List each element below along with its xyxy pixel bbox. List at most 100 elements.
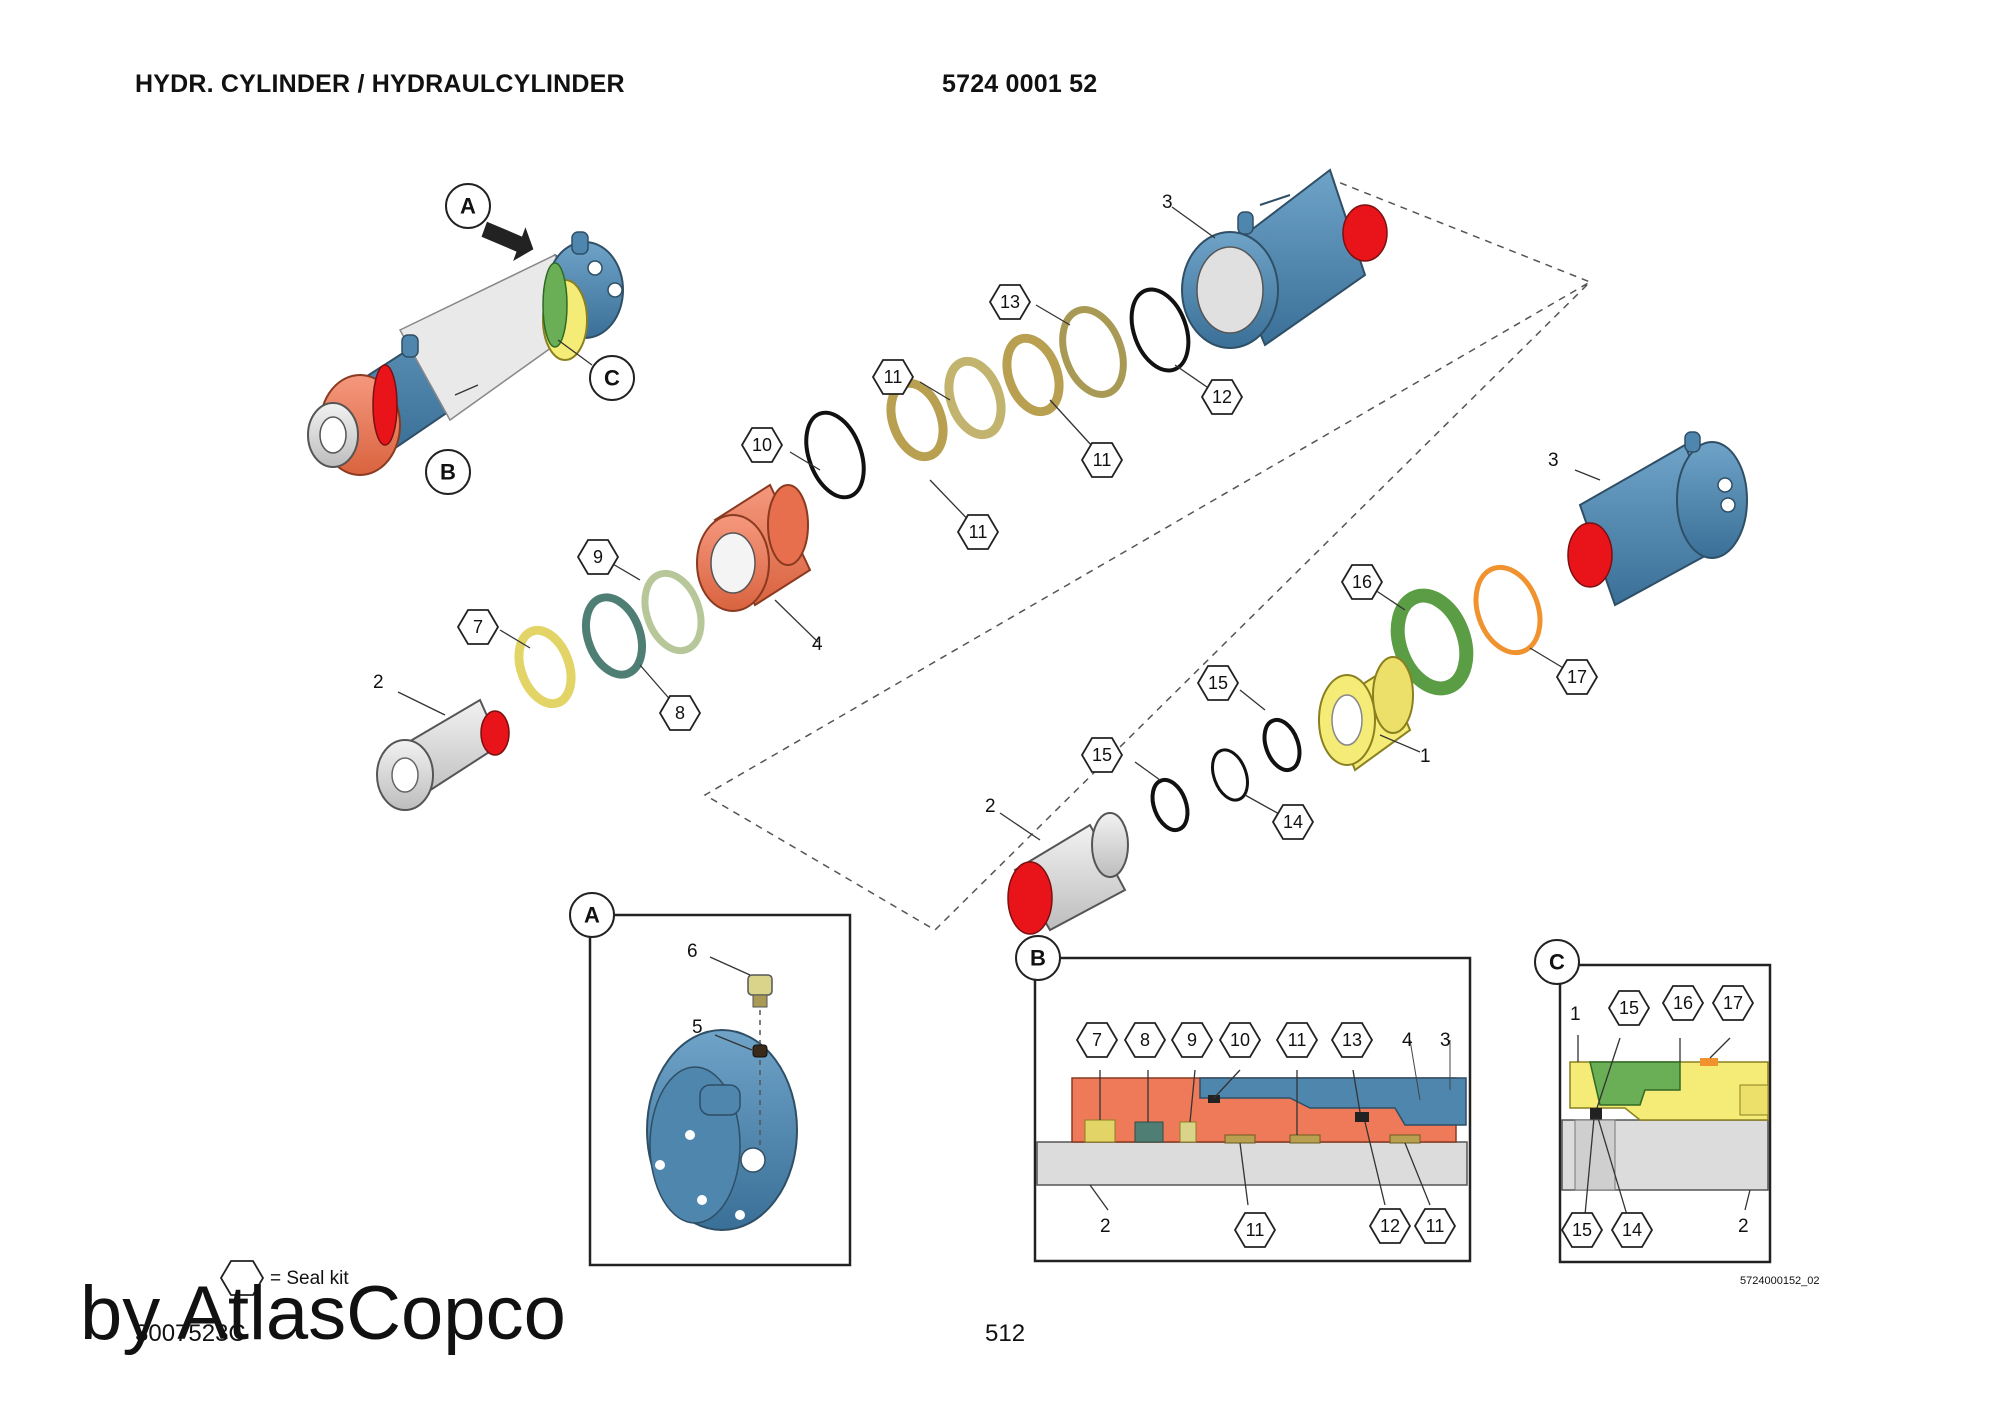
- piston-rod-lower: [1007, 812, 1129, 935]
- svg-text:A: A: [584, 903, 600, 928]
- hex-label-part-15: 15: [1560, 1212, 1604, 1248]
- piston-rod-upper: [376, 698, 510, 811]
- drawing-code: 5724000152_02: [1740, 1275, 1820, 1287]
- seal-ring-11a: [1002, 333, 1064, 417]
- callout-b-detail: B: [1015, 935, 1061, 981]
- cylinder-tube-lower: [1567, 431, 1748, 607]
- hex-label-text: 11: [1246, 1220, 1265, 1240]
- label-part-5: 5: [692, 1017, 703, 1038]
- label-detail-c-part-2: 2: [1738, 1216, 1749, 1237]
- hex-label-part-12: 12: [1200, 379, 1244, 415]
- callout-a-main: A: [445, 183, 491, 229]
- seal-ring-14: [1211, 748, 1249, 802]
- callout-c-detail: C: [1534, 939, 1580, 985]
- part-number: 5724 0001 52: [942, 70, 1098, 98]
- seal-ring-15a: [1262, 717, 1302, 773]
- hex-label-text: 11: [969, 522, 988, 542]
- hex-label-text: 11: [1093, 450, 1112, 470]
- seal-ring-8: [581, 593, 647, 679]
- hex-label-text: 8: [1140, 1030, 1150, 1050]
- hex-label-text: 9: [593, 547, 603, 567]
- hex-label-part-17: 17: [1555, 659, 1599, 695]
- hex-label-text: 8: [675, 703, 685, 723]
- label-part-2-upper: 2: [373, 672, 384, 693]
- hex-label-text: 16: [1352, 572, 1372, 592]
- seal-ring-16: [1390, 588, 1474, 696]
- callout-c-main: C: [589, 355, 635, 401]
- hex-label-part-17: 17: [1711, 985, 1755, 1021]
- hex-label-part-7: 7: [1075, 1022, 1119, 1058]
- label-part-2-lower: 2: [985, 796, 996, 817]
- hex-label-part-11: 11: [1275, 1022, 1319, 1058]
- detail-a-drawing: [646, 974, 798, 1231]
- hex-label-text: 7: [1092, 1030, 1102, 1050]
- piston-1: [1318, 656, 1414, 772]
- hex-label-text: 7: [473, 617, 483, 637]
- svg-text:B: B: [1030, 946, 1046, 971]
- assembled-cylinder: [307, 221, 624, 476]
- label-part-1: 1: [1420, 746, 1431, 767]
- hex-label-text: 15: [1619, 998, 1639, 1018]
- hex-label-part-13: 13: [1330, 1022, 1374, 1058]
- detail-c-drawing: [1561, 1058, 1769, 1191]
- hex-label-text: 17: [1567, 667, 1587, 687]
- hex-label-text: 11: [884, 367, 903, 387]
- hex-label-text: 11: [1426, 1216, 1445, 1236]
- document-id: 3007523C: [135, 1320, 246, 1347]
- cylinder-tube-upper: [1181, 168, 1388, 349]
- hex-label-part-13: 13: [988, 284, 1032, 320]
- callout-a-detail: A: [569, 892, 615, 938]
- hex-label-part-15: 15: [1080, 737, 1124, 773]
- label-detail-b-part-4: 4: [1402, 1030, 1413, 1051]
- hex-label-text: 12: [1212, 387, 1232, 407]
- hex-label-part-12: 12: [1368, 1208, 1412, 1244]
- hex-label-part-15: 15: [1196, 665, 1240, 701]
- hex-label-part-10: 10: [1218, 1022, 1262, 1058]
- hex-label-text: 12: [1380, 1216, 1400, 1236]
- seal-ring-10: [804, 410, 866, 500]
- label-part-6: 6: [687, 941, 698, 962]
- label-part-4: 4: [812, 634, 823, 655]
- leader-lines: [397, 206, 1751, 1216]
- hex-label-part-15: 15: [1607, 990, 1651, 1026]
- hex-label-text: 10: [1230, 1030, 1250, 1050]
- hex-label-part-16: 16: [1340, 564, 1384, 600]
- hex-label-text: 15: [1092, 745, 1112, 765]
- hex-label-part-8: 8: [1123, 1022, 1167, 1058]
- hex-label-text: 9: [1187, 1030, 1197, 1050]
- hex-label-part-8: 8: [658, 695, 702, 731]
- svg-text:A: A: [460, 194, 476, 219]
- label-detail-b-part-2: 2: [1100, 1216, 1111, 1237]
- hex-label-part-7: 7: [456, 609, 500, 645]
- seal-ring-15b: [1150, 777, 1190, 833]
- seal-kit-legend-label: = Seal kit: [270, 1268, 349, 1289]
- hex-label-part-11: 11: [956, 514, 1000, 550]
- hex-label-part-14: 14: [1610, 1212, 1654, 1248]
- hex-label-part-16: 16: [1661, 985, 1705, 1021]
- hex-label-text: 13: [1000, 292, 1020, 312]
- hex-label-part-11: 11: [871, 359, 915, 395]
- callout-b-main: B: [425, 449, 471, 495]
- seal-ring-9: [641, 569, 705, 655]
- seal-kit-legend-hexagon: [219, 1260, 265, 1296]
- seal-ring-17: [1473, 564, 1543, 656]
- label-detail-c-part-1: 1: [1570, 1004, 1581, 1025]
- hex-label-text: 13: [1342, 1030, 1362, 1050]
- hex-label-part-11: 11: [1080, 442, 1124, 478]
- cylinder-head-4: [696, 483, 812, 612]
- hex-label-part-10: 10: [740, 427, 784, 463]
- svg-text:B: B: [440, 460, 456, 485]
- hex-label-text: 17: [1723, 993, 1743, 1013]
- svg-text:C: C: [604, 366, 620, 391]
- hex-label-text: 15: [1208, 673, 1228, 693]
- hex-label-text: 14: [1622, 1220, 1642, 1240]
- page-number: 512: [985, 1320, 1026, 1347]
- hex-label-text: 10: [752, 435, 772, 455]
- seal-ring-13: [1059, 306, 1127, 398]
- hex-label-part-9: 9: [1170, 1022, 1214, 1058]
- seal-ring-12: [1129, 287, 1191, 373]
- explode-guide-line: [703, 177, 1592, 931]
- hex-label-text: 11: [1288, 1030, 1307, 1050]
